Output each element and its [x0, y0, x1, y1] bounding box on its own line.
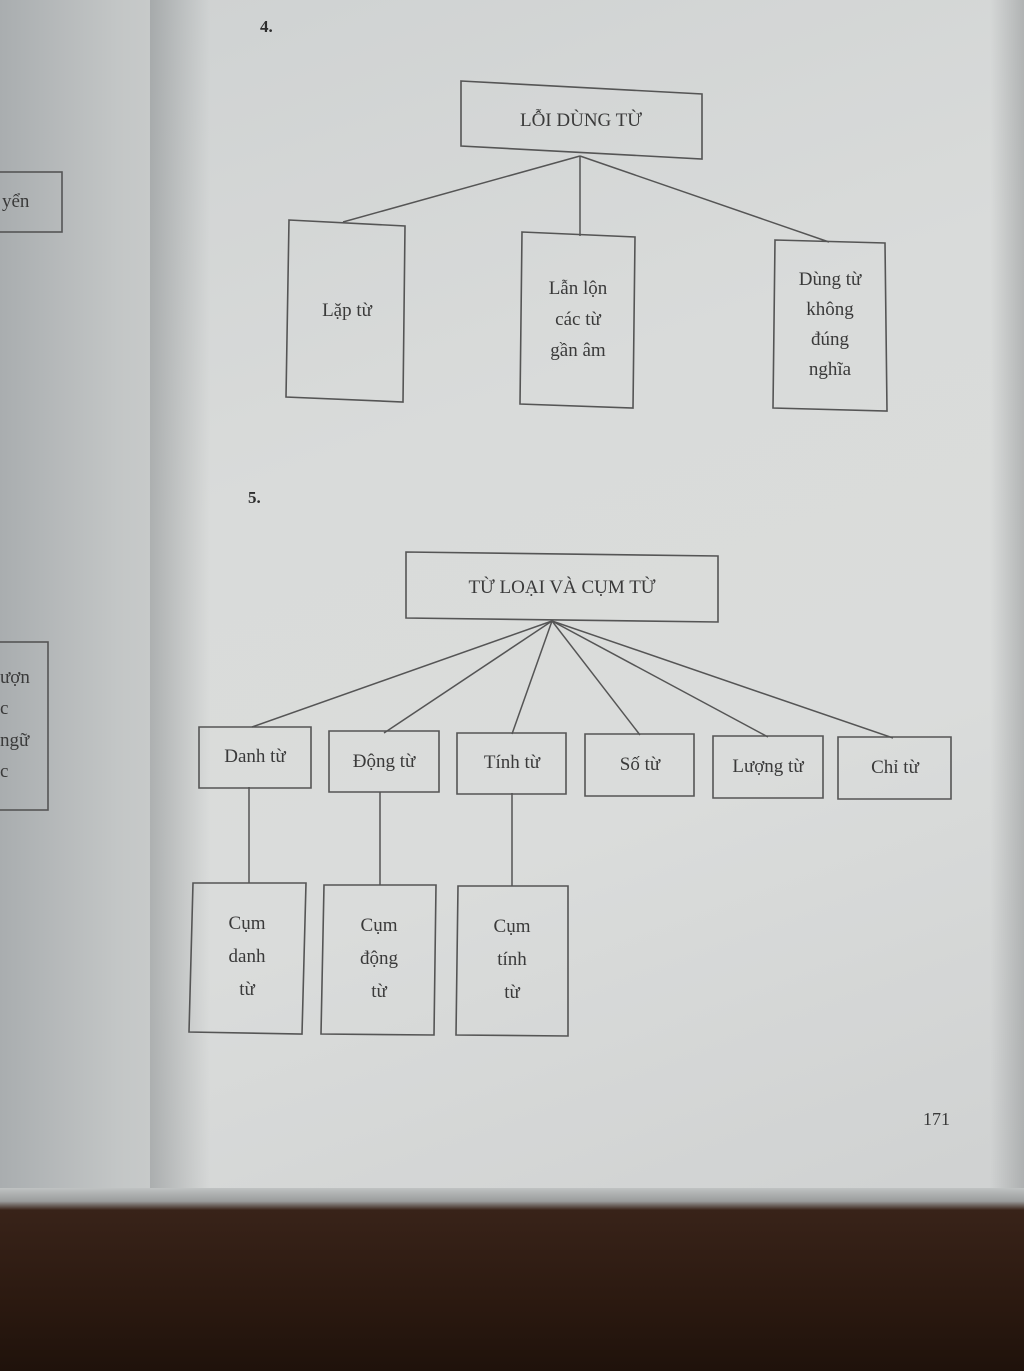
diagram4-node-3-line-2: không — [806, 299, 854, 320]
diagram5-sub-1-line-1: Cụm — [229, 913, 266, 934]
connector-5-5 — [551, 620, 769, 738]
diagram5-node-1-box — [198, 726, 312, 789]
connector-4-1 — [342, 155, 581, 223]
diagram4-node-3-line-4: nghĩa — [809, 359, 852, 380]
diagram5-node-2-box — [328, 730, 440, 793]
diagram4-node-2-line-3: gần âm — [550, 340, 606, 361]
diagram4-node-3-line-3: đúng — [811, 329, 850, 350]
diagram5-connectors — [248, 620, 894, 886]
page-number: 171 — [923, 1109, 950, 1129]
diagram4-node-3-line-1: Dùng từ — [799, 269, 862, 290]
diagram5-sub-2-line-1: Cụm — [361, 915, 398, 936]
diagram5-root-label: TỪ LOẠI VÀ CỤM TỪ — [468, 576, 655, 598]
connector-5-3 — [511, 620, 553, 735]
diagram4-root-label: LỖI DÙNG TỪ — [520, 109, 642, 131]
diagram5-sub-3-line-1: Cụm — [494, 916, 531, 937]
diagram5-number: 5. — [248, 488, 261, 507]
left-fragment-line-2: c — [0, 698, 8, 719]
diagram4-node-2-line-2: các từ — [555, 309, 601, 330]
connector-4-3 — [579, 155, 830, 243]
diagram5-node-1-label: Danh từ — [224, 746, 286, 767]
diagram5-sub-1-line-3: từ — [239, 979, 255, 1000]
diagram4-root-box — [460, 80, 703, 160]
page-edge — [990, 0, 1024, 1205]
book-gutter-shadow — [150, 0, 210, 1200]
diagram5-node-6-box — [837, 736, 952, 800]
diagram5-node-4-label: Số từ — [620, 754, 661, 775]
connector-5-4 — [551, 620, 641, 736]
diagram5-sub-3-line-2: tính — [497, 949, 527, 970]
diagram5-node-3-label: Tính từ — [484, 752, 541, 773]
diagram5-sub-1-box — [188, 882, 307, 1035]
diagram5-node-3-box — [456, 732, 567, 795]
left-fragment-line-3: ngữ — [0, 730, 30, 751]
diagram5-root-box — [405, 551, 719, 623]
diagram4-node-2-box — [519, 231, 636, 409]
left-fragment-box-2 — [0, 641, 49, 811]
diagram5-sub-1-line-2: danh — [229, 946, 266, 967]
diagram5-sub-2-line-2: động — [360, 948, 399, 969]
left-fragment-line-1: ượn — [0, 667, 30, 688]
connector-5-1 — [251, 620, 553, 728]
diagram5-sub-3-box — [455, 885, 569, 1037]
connector-5-6 — [551, 620, 894, 739]
diagram4-number: 4. — [260, 17, 273, 36]
diagram5-node-5-label: Lượng từ — [732, 756, 804, 777]
diagram5-node-6-label: Chỉ từ — [871, 757, 919, 778]
table-surface — [0, 1200, 1024, 1371]
diagram5-node-4-box — [584, 733, 695, 797]
diagram5-sub-2-box — [320, 884, 437, 1036]
book-bottom-edge — [0, 1188, 1024, 1210]
diagram5-sub-2-line-3: từ — [371, 981, 387, 1002]
right-page — [150, 0, 1024, 1205]
diagram5-node-5-box — [712, 735, 824, 799]
diagram4-node-2-line-1: Lẫn lộn — [549, 278, 608, 299]
diagram4-connectors — [342, 155, 830, 243]
left-fragment-line-4: c — [0, 761, 8, 782]
diagram4-node-1-line-1: Lặp từ — [322, 300, 373, 321]
diagram5-sub-3-line-3: từ — [504, 982, 520, 1003]
diagram4-node-3-box — [772, 239, 888, 412]
left-fragment-text-1: yển — [2, 191, 30, 212]
diagram4-node-1-box — [285, 219, 406, 403]
connector-5-2 — [383, 620, 553, 734]
diagram5-node-2-label: Động từ — [353, 751, 416, 772]
left-fragment-box-1 — [0, 171, 63, 233]
